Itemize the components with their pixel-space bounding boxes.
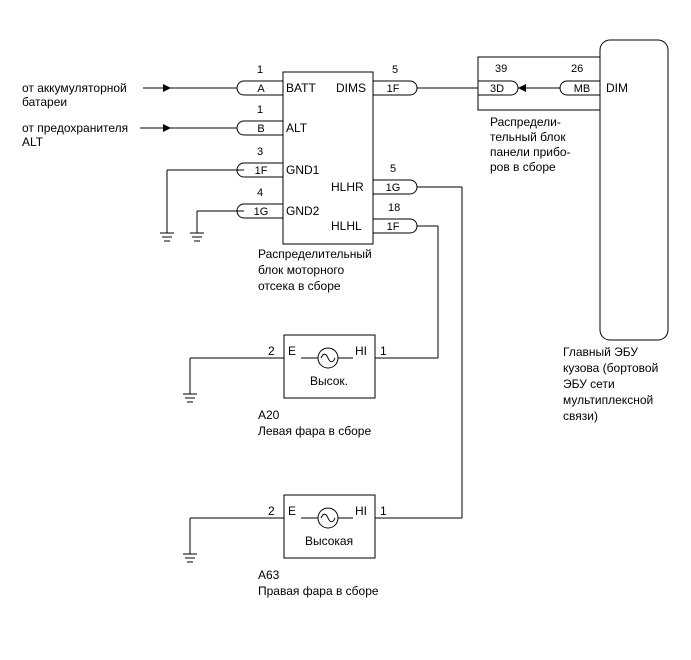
ground-icon: [183, 393, 197, 403]
pin-number-hlhr: 5: [390, 163, 396, 175]
left-headlamp-pin-e-num: 2: [268, 344, 275, 358]
svg-text:1G: 1G: [254, 206, 269, 218]
connector-1f-hlhl: 1F: [372, 218, 418, 234]
left-headlamp-pin-hi: HI: [355, 344, 367, 358]
pin-number-mb: 26: [571, 63, 583, 75]
ecu-label-line4: мультиплексной: [563, 393, 653, 407]
panel-block-label-line3: панели прибо-: [490, 145, 571, 159]
right-headlamp-pin-hi-num: 1: [380, 504, 387, 518]
pin-name-batt: BATT: [286, 81, 316, 95]
connector-b: B: [236, 120, 284, 136]
pin-name-hlhr: HLHR: [331, 180, 364, 194]
connector-1g-gnd2: 1G: [236, 203, 284, 219]
alt-fuse-label-line2: ALT: [22, 135, 44, 149]
alt-wire: [140, 124, 240, 132]
right-headlamp-pin-hi: HI: [355, 504, 367, 518]
engine-block-label-line2: блок моторного: [258, 263, 345, 277]
right-headlamp-bulb-label: Высокая: [305, 534, 353, 548]
svg-text:1F: 1F: [255, 165, 268, 177]
left-headlamp-pin-hi-num: 1: [380, 344, 387, 358]
pin-number-dims: 5: [392, 64, 398, 76]
panel-block-label-line1: Распредели-: [490, 115, 561, 129]
panel-block-label-line4: ров в сборе: [490, 160, 556, 174]
ecu-label-line5: связи): [563, 409, 598, 423]
panel-block-label-line2: тельный блок: [490, 130, 566, 144]
left-headlamp-name: Левая фара в сборе: [258, 424, 371, 438]
bulb-icon: [301, 507, 353, 529]
svg-text:A: A: [257, 83, 265, 95]
pin-number-alt: 1: [257, 104, 263, 116]
left-headlamp-pin-e: E: [288, 344, 296, 358]
engine-block-label-line1: Распределительный: [258, 247, 372, 261]
pin-number-gnd1: 3: [257, 146, 263, 158]
bulb-icon: [301, 347, 353, 369]
pin-number-gnd2: 4: [257, 187, 263, 199]
right-headlamp-code: A63: [258, 568, 280, 582]
connector-a: A: [236, 80, 284, 96]
main-body-ecu: [599, 39, 669, 341]
connector-1f-gnd1: 1F: [236, 162, 284, 178]
connector-1f-dims: 1F: [372, 80, 418, 96]
pin-number-batt: 1: [257, 64, 263, 76]
pin-name-dims: DIMS: [336, 81, 366, 95]
pin-number-3d: 39: [495, 63, 507, 75]
ground-icon: [190, 232, 204, 242]
right-headlamp-pin-e-num: 2: [268, 504, 275, 518]
pin-number-hlhl: 18: [388, 202, 400, 214]
hlhl-to-left-headlamp-wire: [375, 225, 439, 359]
pin-name-hlhl: HLHL: [331, 219, 362, 233]
connector-1g-hlhr: 1G: [372, 179, 418, 195]
right-headlamp-name: Правая фара в сборе: [258, 584, 379, 598]
svg-text:MB: MB: [574, 83, 591, 95]
pin-name-gnd2: GND2: [286, 204, 320, 218]
svg-text:3D: 3D: [490, 83, 504, 95]
ground-icon: [160, 232, 174, 242]
left-headlamp-ground-wire: [189, 357, 284, 394]
connector-3d: 3D: [477, 80, 519, 96]
svg-text:B: B: [257, 123, 264, 135]
svg-text:1F: 1F: [387, 83, 400, 95]
left-headlamp-code: A20: [258, 408, 280, 422]
svg-text:1G: 1G: [386, 182, 401, 194]
engine-block-label-line3: отсека в сборе: [258, 279, 341, 293]
svg-text:1F: 1F: [387, 221, 400, 233]
ecu-label-line3: ЭБУ сети: [563, 377, 615, 391]
ecu-pin-dim: DIM: [606, 81, 628, 95]
ecu-label-line2: кузова (бортовой: [563, 361, 658, 375]
pin-name-gnd1: GND1: [286, 163, 320, 177]
right-headlamp-ground-wire: [189, 517, 284, 554]
ground-wire-gnd1: [166, 169, 244, 233]
battery-source-label-line2: батареи: [22, 95, 67, 109]
panel-internal-link: [518, 84, 560, 92]
left-headlamp-bulb-label: Высок.: [310, 374, 348, 388]
hlhr-to-right-headlamp-wire: [375, 186, 463, 519]
engine-junction-block: [282, 71, 374, 245]
alt-fuse-label-line1: от предохранителя: [22, 121, 128, 135]
connector-mb: MB: [559, 80, 601, 96]
battery-source-label-line1: от аккумуляторной: [22, 81, 127, 95]
ground-wire-gnd2: [196, 210, 244, 233]
battery-wire: [143, 84, 240, 92]
ground-icon: [183, 553, 197, 563]
ecu-label-line1: Главный ЭБУ: [563, 345, 638, 359]
pin-name-alt: ALT: [286, 121, 308, 135]
right-headlamp-pin-e: E: [288, 504, 296, 518]
